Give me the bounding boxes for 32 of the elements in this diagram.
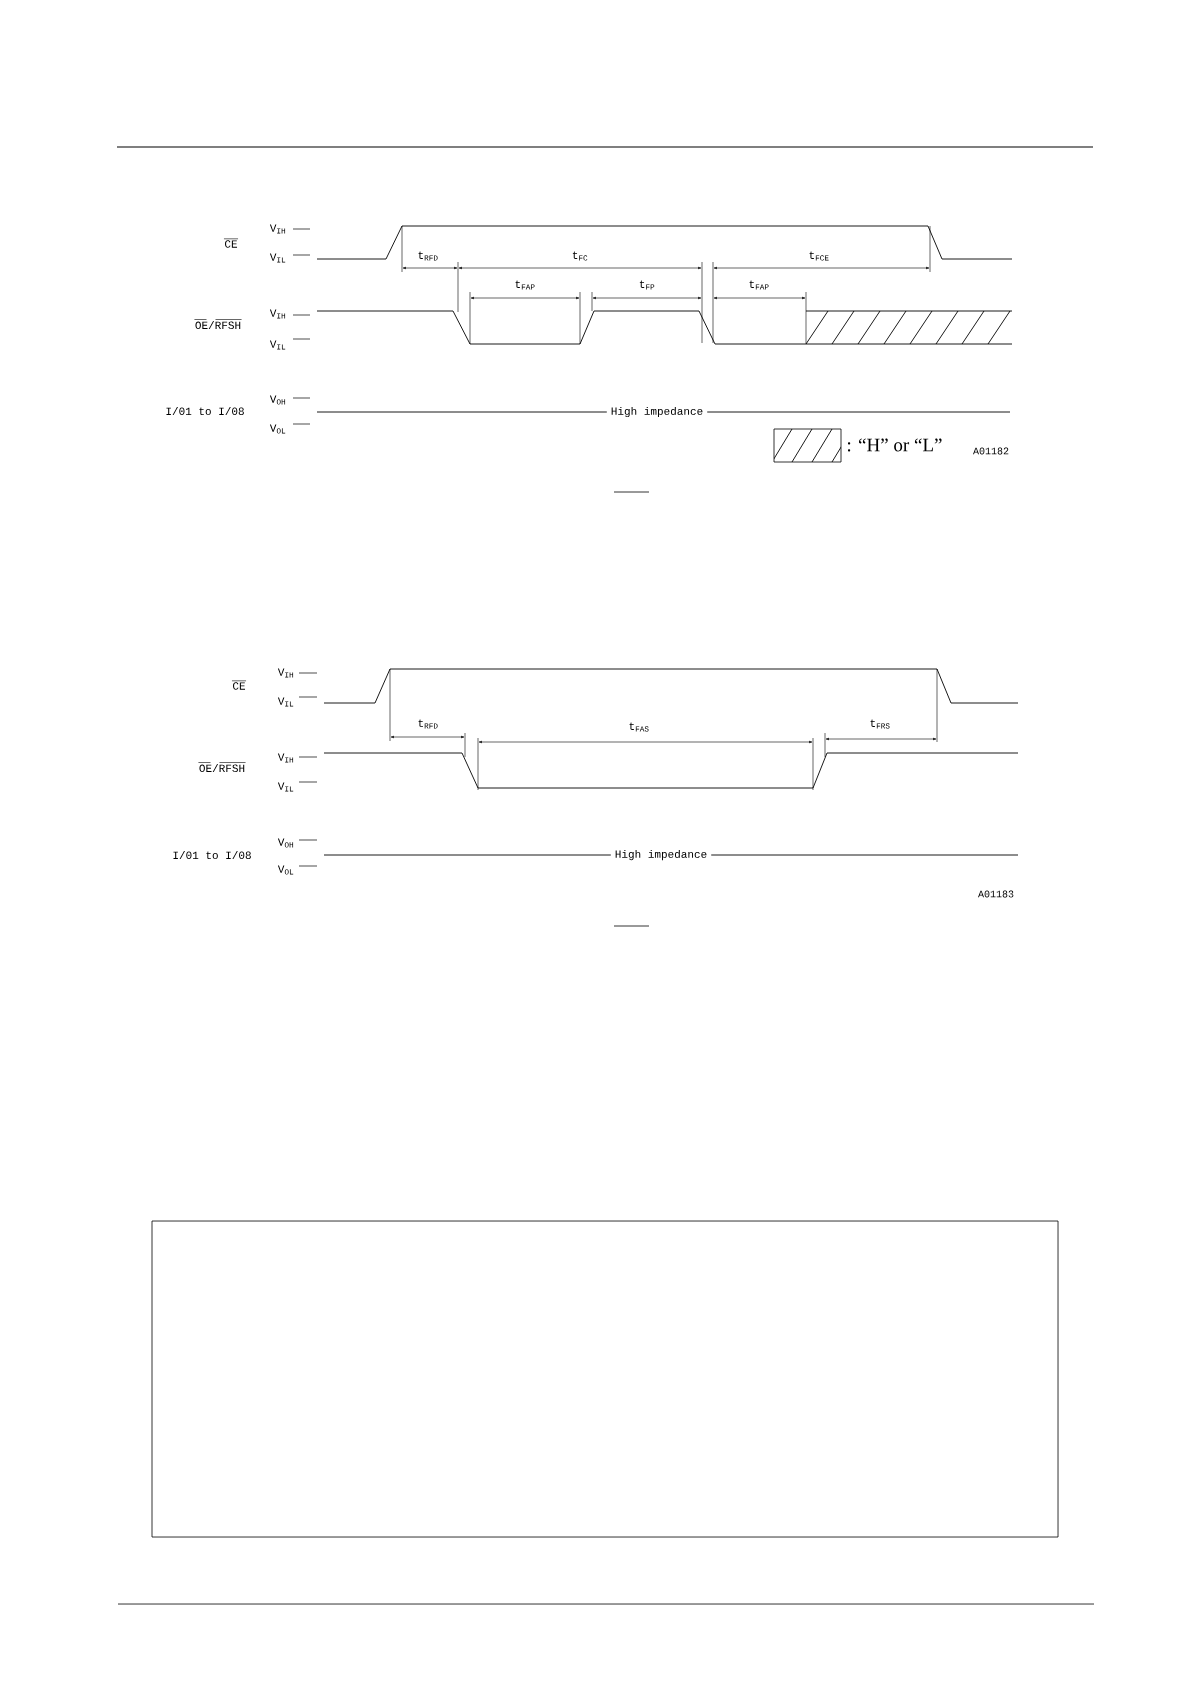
signal-name: I/01 to I/08 [166, 406, 244, 416]
timing-label: t$_{FAS}$ [629, 722, 649, 732]
timing-label: t$_{FC}$ [572, 251, 588, 261]
voltage-level-label: V$_{IH}$ [277, 668, 294, 678]
state-label: High impedance [606, 405, 708, 419]
state-label: High impedance [610, 848, 712, 862]
signal-name: I/01 to I/08 [173, 850, 251, 860]
timing-label: t$_{FAP}$ [749, 280, 769, 290]
timing-label: t$_{FAP}$ [515, 280, 535, 290]
figure-id: A01183 [978, 890, 1014, 898]
voltage-level-label: V$_{IH}$ [277, 753, 294, 763]
timing-label: t$_{FP}$ [639, 280, 655, 290]
voltage-level-label: V$_{IL}$ [277, 697, 294, 707]
voltage-level-label: V$_{OH}$ [269, 395, 286, 405]
timing-label: t$_{RFD}$ [418, 251, 438, 261]
voltage-level-label: V$_{IL}$ [269, 253, 286, 263]
voltage-level-label: V$_{IL}$ [269, 340, 286, 350]
timing-label: t$_{FCE}$ [809, 251, 829, 261]
voltage-level-label: V$_{OH}$ [277, 838, 294, 848]
timing-label: t$_{RFD}$ [418, 719, 438, 729]
signal-name: OE/RFSH [198, 762, 246, 773]
voltage-level-label: V$_{OL}$ [269, 424, 286, 434]
figure-id: A01182 [973, 447, 1009, 455]
voltage-level-label: V$_{IH}$ [269, 224, 286, 234]
signal-name: CE [231, 680, 247, 690]
timing-label: t$_{FRS}$ [870, 719, 890, 729]
legend-text: : “H” or “L” [847, 438, 942, 452]
voltage-level-label: V$_{IL}$ [277, 782, 294, 792]
voltage-level-label: V$_{OL}$ [277, 865, 294, 875]
signal-name: OE/RFSH [194, 319, 242, 330]
signal-name: CE [223, 238, 239, 248]
voltage-level-label: V$_{IH}$ [269, 309, 286, 319]
